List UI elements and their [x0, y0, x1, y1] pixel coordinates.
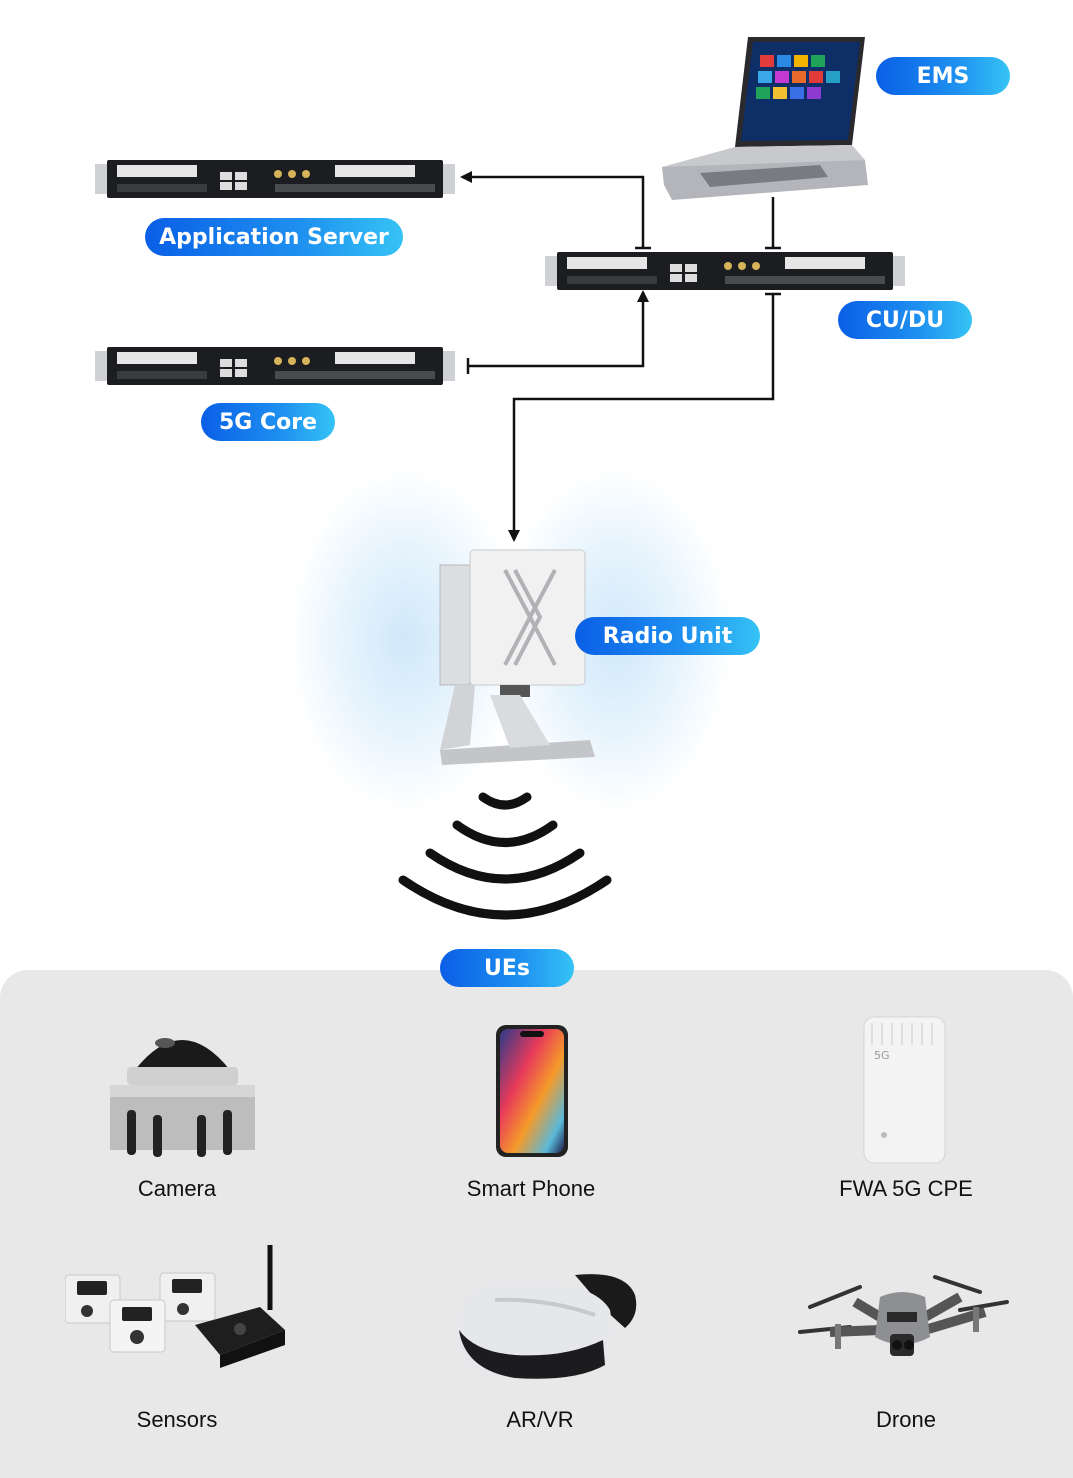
link-cudu-radio: [508, 294, 775, 542]
app-server-icon: [95, 160, 455, 198]
dome-camera-icon: [110, 1038, 255, 1157]
core-server-icon: [95, 347, 455, 385]
link-core-cudu: [468, 290, 649, 368]
router-icon: 5G: [863, 1016, 946, 1164]
core-label: 5G Core: [201, 403, 335, 441]
device-label-drone: Drone: [876, 1407, 936, 1432]
vr-headset-icon: [457, 1274, 637, 1379]
drone-icon: [798, 1275, 1009, 1356]
radio-unit-label: Radio Unit: [575, 617, 760, 655]
smartphone-icon: [496, 1025, 568, 1157]
device-label-camera: Camera: [137, 1176, 217, 1201]
device-label-sensors: Sensors: [136, 1407, 218, 1432]
app-server-label: Application Server: [145, 218, 403, 256]
device-label-arvr: AR/VR: [506, 1407, 574, 1432]
device-label-fwa: FWA 5G CPE: [839, 1176, 973, 1201]
wireless-signal-icon: [398, 792, 612, 920]
cudu-server-icon: [545, 252, 905, 290]
ues-label: UEs: [440, 949, 574, 987]
sensor-icon: [65, 1245, 285, 1368]
device-label-smartphone: Smart Phone: [466, 1176, 596, 1201]
fwa-5g-mark: 5G: [874, 1049, 890, 1062]
laptop-icon: [662, 37, 868, 200]
radio-unit-icon: [439, 549, 595, 765]
ems-label: EMS: [876, 57, 1010, 95]
link-cudu-appserver: [460, 171, 645, 248]
cudu-label: CU/DU: [838, 301, 972, 339]
